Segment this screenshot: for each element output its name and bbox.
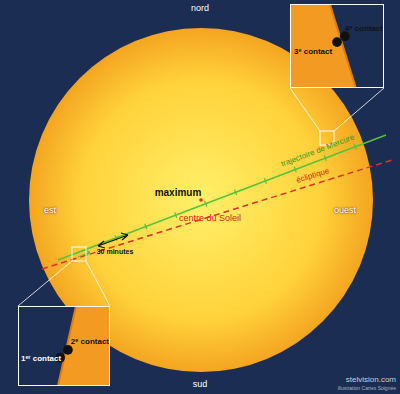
time-ticks: [115, 144, 356, 241]
direction-label: sud: [193, 380, 208, 389]
duration-arrow: [98, 233, 128, 248]
contact-label: 4ᵉ contact: [345, 25, 383, 33]
time-tick: [264, 178, 266, 184]
ecliptic-line: [42, 160, 392, 269]
mercury-track: [58, 135, 386, 260]
direction-label: nord: [191, 4, 209, 13]
centre-label: centre du Soleil: [179, 214, 241, 223]
time-tick: [145, 224, 147, 230]
track-arrow: [78, 250, 90, 257]
contact-label: 3ᵉ contact: [294, 48, 332, 56]
zoom-inset: 3ᵉ contact 4ᵉ contact: [290, 4, 384, 88]
zoom-leader: [290, 88, 384, 131]
zoom-leader: [18, 261, 110, 306]
time-tick: [354, 144, 356, 150]
zoom-inset: 1ᵉʳ contact 2ᵉ contact: [18, 306, 110, 386]
zoom-square: [72, 247, 86, 261]
inset-limb: [291, 5, 383, 87]
time-tick: [205, 201, 207, 207]
time-tick: [324, 155, 326, 161]
contact-label: 2ᵉ contact: [71, 338, 109, 346]
inset-limb: [19, 307, 109, 385]
watermark: stelvision.com: [346, 376, 396, 384]
direction-label: ouest: [334, 206, 356, 215]
direction-label: est: [44, 206, 56, 215]
time-tick: [294, 167, 296, 173]
time-tick: [234, 190, 236, 196]
time-tick: [175, 212, 177, 218]
sun-centre: [199, 198, 203, 202]
duration-label: 30 minutes: [97, 248, 134, 255]
watermark: illustration Cartes Soignée: [338, 386, 396, 391]
contact-label: 1ᵉʳ contact: [21, 355, 61, 363]
event-label: maximum: [155, 188, 202, 198]
